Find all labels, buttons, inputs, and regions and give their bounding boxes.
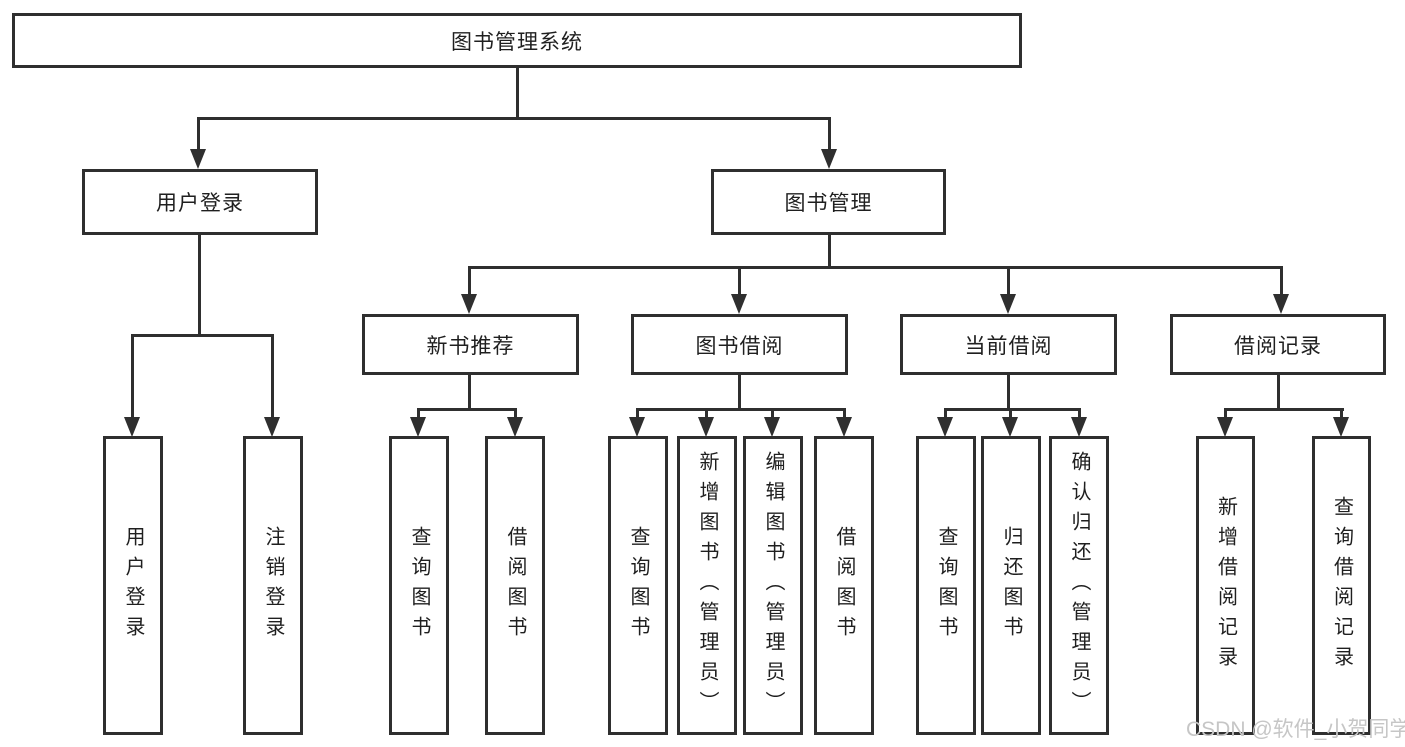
node-label: 新增图书（管理员） (696, 450, 718, 721)
arrow-down-icon (821, 149, 837, 169)
node-label: 查询图书 (627, 525, 649, 646)
connector-line (1009, 408, 1012, 420)
node-new-book-recommend: 新书推荐 (362, 314, 579, 375)
node-newbook-query-books: 查询图书 (389, 436, 449, 735)
arrow-down-icon (190, 149, 206, 169)
node-label: 借阅记录 (1234, 334, 1322, 358)
node-label: 查询图书 (935, 525, 957, 646)
connector-line (468, 375, 471, 411)
node-book-management: 图书管理 (711, 169, 946, 235)
connector-line (1224, 408, 1227, 420)
arrow-down-icon (836, 417, 852, 437)
arrow-down-icon (764, 417, 780, 437)
connector-line (197, 117, 831, 120)
connector-line (417, 408, 517, 411)
arrow-down-icon (731, 294, 747, 314)
arrow-down-icon (461, 294, 477, 314)
connector-line (514, 408, 517, 420)
arrow-down-icon (1000, 294, 1016, 314)
node-label: 归还图书 (1000, 525, 1022, 646)
node-label: 当前借阅 (964, 334, 1053, 358)
node-label: 用户登录 (122, 525, 144, 646)
node-borrow-query-books: 查询图书 (608, 436, 668, 735)
connector-line (131, 334, 274, 337)
node-current-borrow: 当前借阅 (900, 314, 1117, 375)
arrow-down-icon (937, 417, 953, 437)
connector-line (843, 408, 846, 420)
connector-line (705, 408, 708, 420)
node-edit-books-admin: 编辑图书（管理员） (743, 436, 803, 735)
arrow-down-icon (1333, 417, 1349, 437)
arrow-down-icon (1002, 417, 1018, 437)
connector-line (1078, 408, 1081, 420)
node-user-login: 用户登录 (82, 169, 318, 235)
connector-line (198, 234, 201, 337)
node-borrow-record: 借阅记录 (1170, 314, 1386, 375)
connector-line (1224, 408, 1344, 411)
node-label: 用户登录 (156, 192, 244, 215)
node-logout: 注销登录 (243, 436, 303, 735)
arrow-down-icon (264, 417, 280, 437)
node-user-login-leaf: 用户登录 (103, 436, 163, 735)
node-label: 新增借阅记录 (1214, 495, 1237, 676)
arrow-down-icon (1217, 417, 1233, 437)
node-query-borrow-record: 查询借阅记录 (1312, 436, 1371, 735)
node-label: 新书推荐 (426, 334, 515, 358)
node-label: 确认归还（管理员） (1068, 450, 1090, 721)
node-add-books-admin: 新增图书（管理员） (677, 436, 737, 735)
arrow-down-icon (507, 417, 523, 437)
connector-line (738, 375, 741, 411)
arrow-down-icon (1071, 417, 1087, 437)
arrow-down-icon (124, 417, 140, 437)
node-label: 图书管理系统 (451, 30, 583, 54)
node-label: 查询借阅记录 (1330, 495, 1353, 676)
connector-line (417, 408, 420, 420)
node-label: 编辑图书（管理员） (762, 450, 784, 721)
node-book-borrow: 图书借阅 (631, 314, 848, 375)
csdn-watermark: CSDN @软件_小贺同学 (1186, 718, 1405, 741)
connector-line (468, 266, 471, 296)
node-current-query-books: 查询图书 (916, 436, 976, 735)
connector-line (738, 266, 741, 296)
connector-line (516, 68, 519, 120)
connector-line (1007, 266, 1010, 296)
connector-line (636, 408, 639, 420)
arrow-down-icon (410, 417, 426, 437)
node-library-management-system: 图书管理系统 (12, 13, 1022, 68)
connector-line (944, 408, 947, 420)
connector-line (828, 234, 831, 268)
node-borrow-books: 借阅图书 (814, 436, 874, 735)
connector-line (1280, 266, 1283, 296)
arrow-down-icon (629, 417, 645, 437)
connector-line (771, 408, 774, 420)
connector-line (636, 408, 846, 411)
connector-line (468, 266, 1283, 269)
node-label: 借阅图书 (833, 525, 855, 646)
connector-line (944, 408, 1081, 411)
connector-line (197, 117, 200, 151)
connector-line (1007, 375, 1010, 411)
arrow-down-icon (1273, 294, 1289, 314)
node-label: 图书管理 (784, 192, 873, 215)
node-add-borrow-record: 新增借阅记录 (1196, 436, 1255, 735)
node-label: 借阅图书 (504, 525, 526, 646)
connector-line (1277, 375, 1280, 411)
node-label: 注销登录 (262, 525, 284, 646)
node-label: 查询图书 (408, 525, 430, 646)
connector-line (1340, 408, 1343, 420)
node-newbook-borrow-books: 借阅图书 (485, 436, 545, 735)
node-label: 图书借阅 (695, 334, 784, 358)
arrow-down-icon (698, 417, 714, 437)
node-return-books: 归还图书 (981, 436, 1041, 735)
connector-line (828, 117, 831, 151)
connector-line (131, 334, 134, 418)
node-confirm-return-admin: 确认归还（管理员） (1049, 436, 1109, 735)
connector-line (271, 334, 274, 418)
